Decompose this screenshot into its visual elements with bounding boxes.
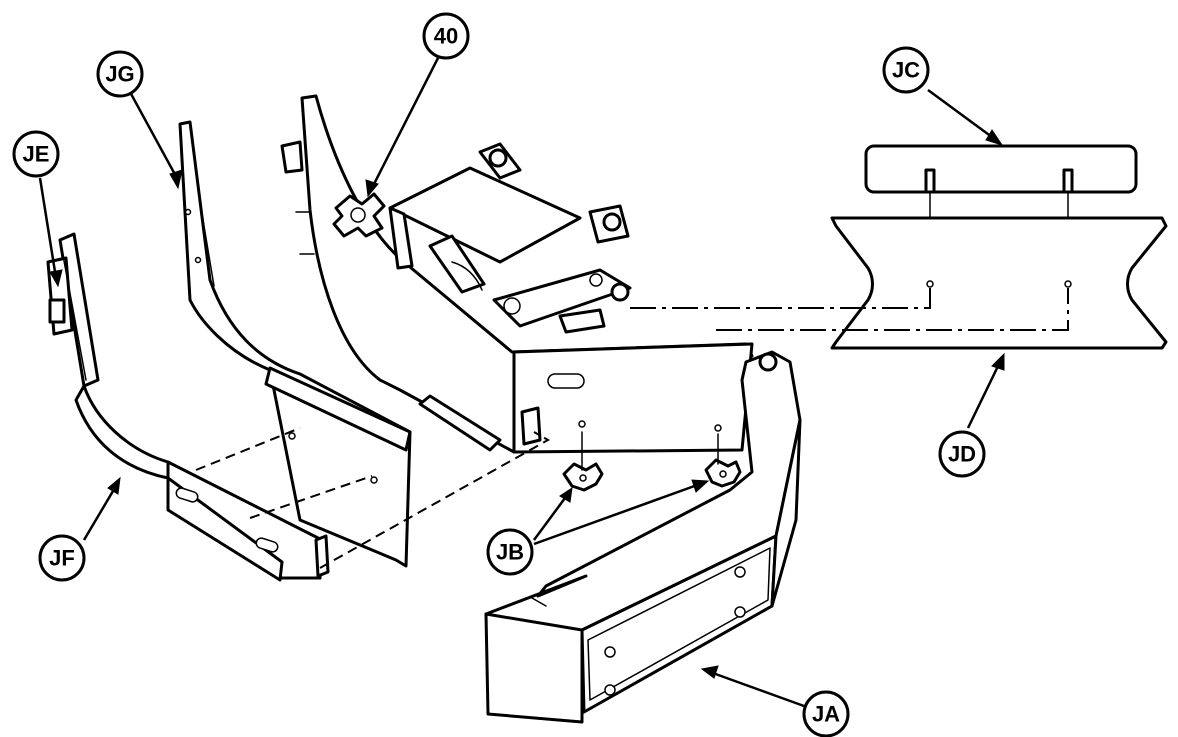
callout-jb-label: JB [496, 540, 524, 565]
part-jb-nuts [562, 458, 742, 492]
callout-40-label: 40 [434, 24, 458, 49]
callout-40: 40 [422, 12, 470, 60]
callout-je: JE [12, 130, 60, 178]
callout-jg: JG [96, 50, 144, 98]
callout-ja-label: JA [812, 702, 840, 727]
part-jg [178, 120, 412, 568]
part-jf [74, 384, 330, 582]
callout-jc: JC [882, 46, 930, 94]
part-main-frame [280, 94, 754, 454]
callout-jb: JB [486, 528, 534, 576]
part-ja [484, 350, 802, 724]
leader-lines [38, 57, 1005, 708]
callout-jf: JF [38, 534, 86, 582]
assembly-guide-lines [195, 288, 1069, 569]
part-jc [864, 144, 1138, 219]
callout-jg-label: JG [105, 62, 134, 87]
part-je [46, 232, 100, 388]
callout-jf-label: JF [49, 546, 75, 571]
callout-ja: JA [802, 690, 850, 737]
part-40-knob [332, 192, 386, 238]
callout-jd-label: JD [948, 442, 976, 467]
callout-je-label: JE [23, 142, 50, 167]
callout-jd: JD [938, 430, 986, 478]
callout-jc-label: JC [892, 58, 920, 83]
part-jd [830, 216, 1168, 350]
